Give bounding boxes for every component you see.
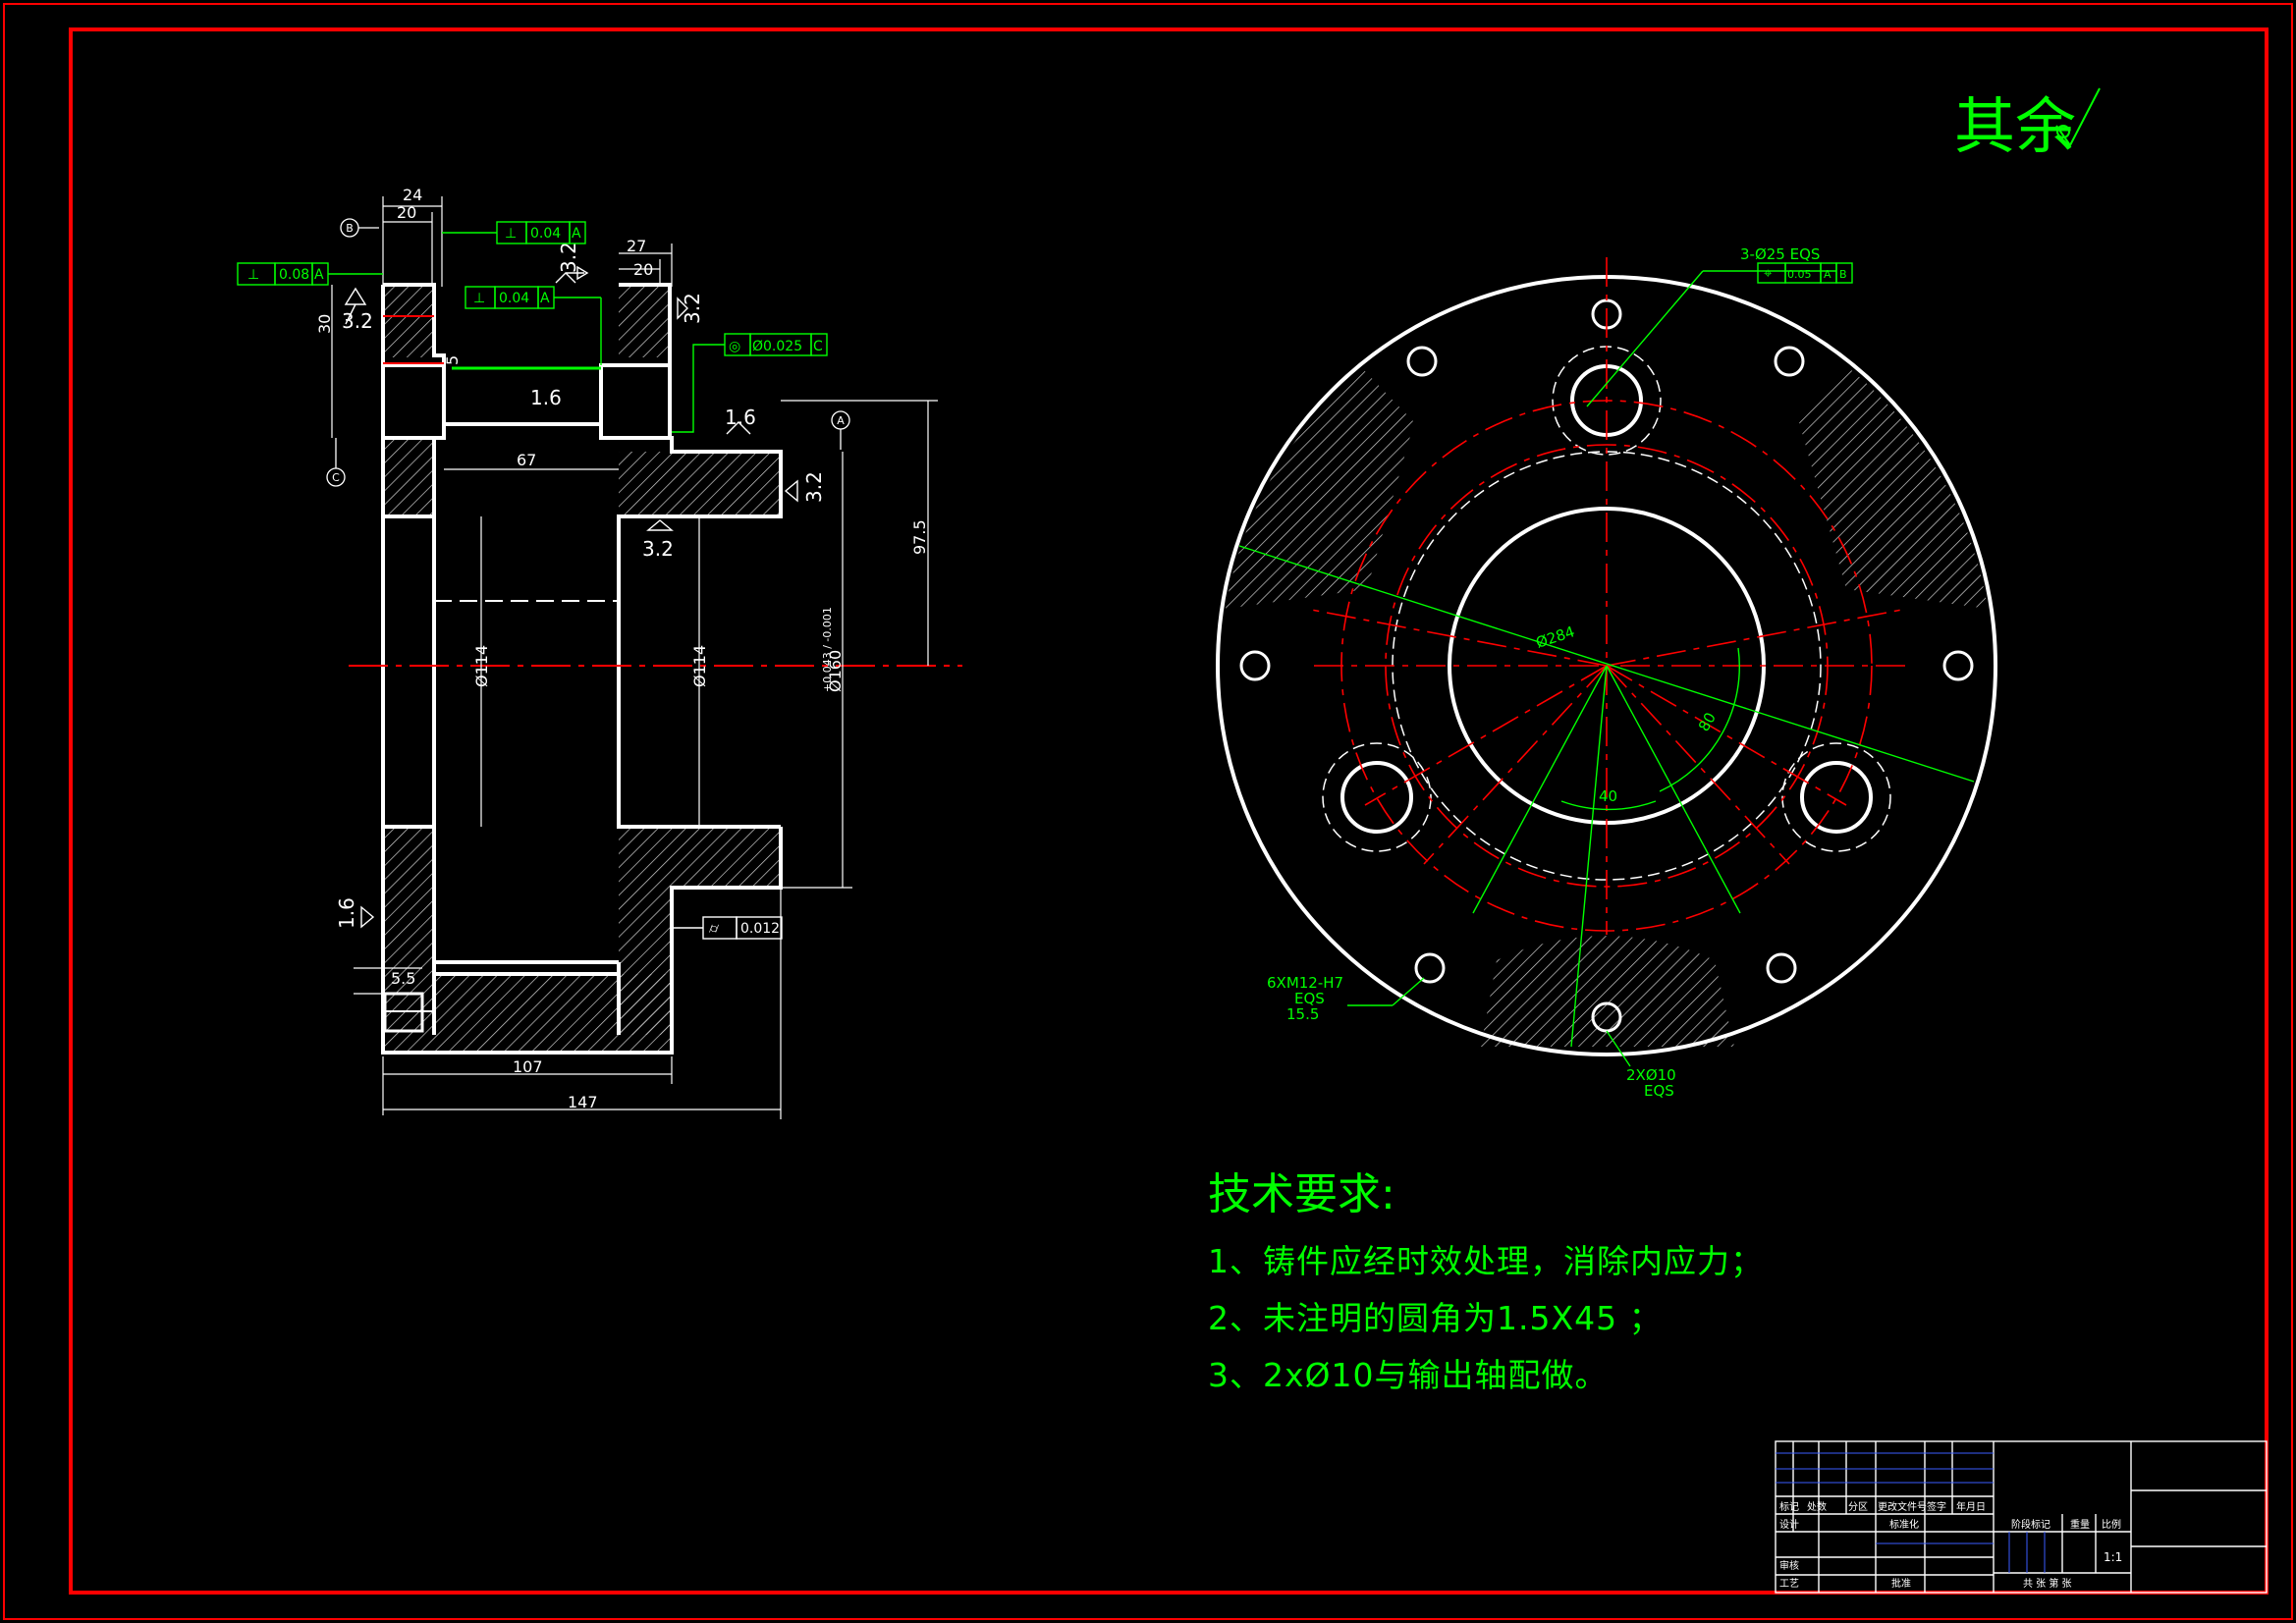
holes-tol-value: 0.05: [1787, 268, 1812, 281]
dim-5: 5: [443, 355, 462, 365]
inner-frame: [69, 27, 2269, 1595]
tol2-value: 0.04: [530, 226, 561, 242]
tol2-datum: A: [572, 226, 581, 242]
tb-label-3: 更改文件号: [1878, 1500, 1927, 1513]
roughness-2: 3.2: [557, 242, 580, 273]
svg-text:⌖: ⌖: [1764, 264, 1773, 282]
thread-note-3: 15.5: [1286, 1005, 1319, 1023]
tol3-value: 0.04: [499, 291, 529, 306]
hatch-left-flange: [383, 285, 434, 357]
pin-note-1: 2XØ10: [1626, 1066, 1676, 1084]
dim-160: Ø160: [826, 650, 845, 692]
tb-label-7: 标准化: [1889, 1518, 1919, 1531]
tb-label-4: 签字: [1927, 1500, 1946, 1513]
tb-label-8: 审核: [1779, 1559, 1799, 1572]
svg-text:⊥: ⊥: [247, 267, 259, 283]
dim-67: 67: [517, 451, 536, 469]
tb-label-2: 分区: [1848, 1501, 1868, 1513]
tech-item-2: 2、未注明的圆角为1.5X45 ；: [1208, 1299, 1663, 1337]
tb-label-6: 设计: [1779, 1518, 1799, 1531]
tol1-value: 0.08: [279, 267, 309, 283]
tech-item-1: 1、铸件应经时效处理，消除内应力；: [1208, 1242, 1764, 1280]
hatch-hub-right: [619, 888, 672, 1035]
svg-text:⊥: ⊥: [473, 291, 485, 306]
tech-item-3: 3、2xØ10与输出轴配做。: [1208, 1356, 1609, 1394]
tb-label-13: 比例: [2102, 1518, 2121, 1531]
tb-label-11: 阶段标记: [2011, 1518, 2050, 1531]
roughness-6: 3.2: [802, 471, 826, 503]
dim-27: 27: [627, 237, 646, 255]
dim-114a: Ø114: [472, 645, 491, 687]
tb-label-10: 批准: [1891, 1577, 1911, 1590]
dim-160-tol: +0.043 / -0.001: [821, 607, 834, 692]
tol3-datum: A: [540, 291, 550, 306]
technical-requirements: 技术要求: 1、铸件应经时效处理，消除内应力； 2、未注明的圆角为1.5X45 …: [1208, 1159, 1764, 1406]
dim-20b: 20: [633, 260, 653, 279]
roughness-3: 3.2: [681, 293, 704, 324]
surface-note: 其余: [1954, 90, 2077, 162]
tol1-datum: A: [314, 267, 324, 283]
tb-label-0: 标记: [1779, 1501, 1799, 1513]
tb-label-5: 年月日: [1956, 1500, 1986, 1513]
roughness-1: 3.2: [342, 309, 373, 333]
angle-80: 80: [1695, 709, 1720, 734]
outer-frame: [3, 3, 2293, 1620]
section-view: [381, 283, 783, 1055]
roughness-4: 1.6: [530, 386, 562, 409]
hatch-segment-left: [1226, 369, 1414, 609]
dim-5-5: 5.5: [391, 969, 415, 988]
hatch-right-upper: [619, 452, 781, 516]
datum-c: C: [332, 471, 340, 484]
hatch-left-upper: [383, 438, 434, 516]
tol4-value: Ø0.025: [752, 339, 802, 354]
svg-text:⊥: ⊥: [505, 226, 517, 242]
bore-lines: [432, 365, 621, 1035]
hole-right: [1800, 761, 1873, 834]
hole-left: [1340, 761, 1413, 834]
hatch-segment-right: [1799, 369, 1988, 609]
dim-20a: 20: [397, 203, 416, 222]
dim-114b: Ø114: [690, 645, 709, 687]
datum-b: B: [346, 222, 354, 235]
tb-label-1: 处数: [1807, 1500, 1827, 1513]
pin-note-2: EQS: [1644, 1082, 1674, 1100]
tol4-datum: C: [813, 339, 823, 354]
dim-24: 24: [403, 186, 422, 204]
right-body-outline: [599, 283, 783, 829]
angle-40: 40: [1599, 787, 1617, 805]
roughness-7: 3.2: [642, 537, 674, 561]
roughness-5: 1.6: [725, 406, 756, 429]
thread-note-2: EQS: [1294, 990, 1325, 1007]
tb-scale: 1:1: [2104, 1550, 2122, 1564]
holes-tol-a: A: [1824, 268, 1831, 281]
dim-107: 107: [513, 1057, 543, 1076]
plan-view: 3-Ø25 EQS ⌖ 0.05 A B Ø284 80 40 6XM12-H7…: [1216, 245, 1997, 1100]
tb-label-12: 重量: [2070, 1518, 2090, 1531]
holes-tol-b: B: [1839, 268, 1847, 281]
holes-note: 3-Ø25 EQS: [1740, 245, 1820, 263]
svg-text:⌭: ⌭: [709, 921, 719, 937]
dim-97-5: 97.5: [910, 519, 929, 555]
dim-147: 147: [568, 1093, 598, 1111]
tb-label-9: 工艺: [1779, 1578, 1799, 1590]
title-block: [1775, 1440, 2268, 1594]
dim-30: 30: [315, 314, 334, 334]
datum-a: A: [837, 414, 845, 427]
svg-text:◎: ◎: [729, 339, 740, 354]
roughness-8: 1.6: [335, 897, 358, 929]
hatch-segment-bottom: [1481, 936, 1734, 1047]
tol5-value: 0.012: [740, 921, 780, 937]
tech-title: 技术要求:: [1208, 1169, 1395, 1219]
hatch-right-lower: [619, 827, 781, 888]
hatch-right-flange: [619, 285, 670, 357]
hatch-left-lower: [383, 827, 434, 1053]
tb-label-14: 共 张 第 张: [2023, 1577, 2072, 1590]
thread-note-1: 6XM12-H7: [1267, 974, 1343, 992]
